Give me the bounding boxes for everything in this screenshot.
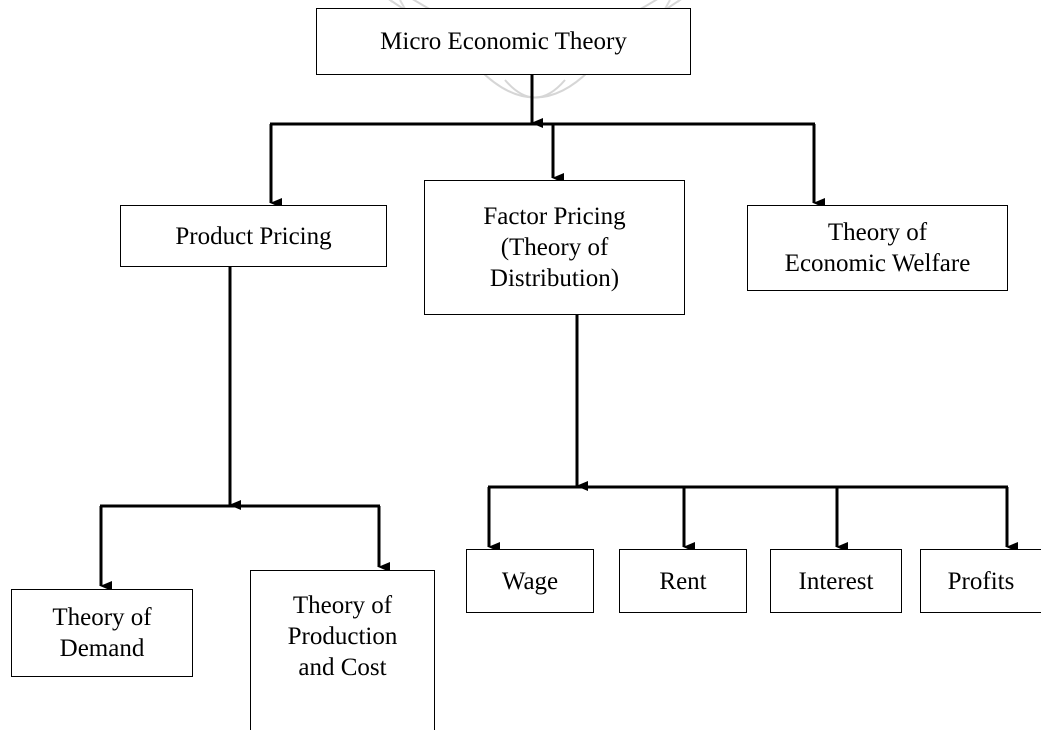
node-label: Wage	[501, 567, 559, 595]
node-label: Rent	[659, 567, 707, 595]
node-factor-pricing: Factor Pricing (Theory of Distribution)	[424, 180, 685, 315]
node-label: Product Pricing	[175, 222, 332, 250]
node-label: Theory of Demand	[52, 604, 152, 662]
node-theory-of-demand: Theory of Demand	[11, 589, 193, 677]
node-product-pricing: Product Pricing	[120, 205, 387, 267]
node-label: Micro Economic Theory	[380, 28, 627, 55]
node-economic-welfare: Theory of Economic Welfare	[747, 205, 1008, 291]
node-label: Theory of Economic Welfare	[784, 219, 971, 277]
node-label: Factor Pricing (Theory of Distribution)	[483, 203, 626, 292]
node-label: Profits	[947, 567, 1015, 595]
node-micro-economic-theory: Micro Economic Theory	[316, 8, 691, 75]
node-interest: Interest	[770, 549, 902, 613]
node-wage: Wage	[466, 549, 594, 613]
node-label: Theory of Production and Cost	[287, 592, 398, 681]
node-profits: Profits	[920, 549, 1041, 613]
node-rent: Rent	[619, 549, 747, 613]
node-label: Interest	[798, 567, 874, 595]
node-theory-of-production: Theory of Production and Cost	[250, 570, 435, 730]
